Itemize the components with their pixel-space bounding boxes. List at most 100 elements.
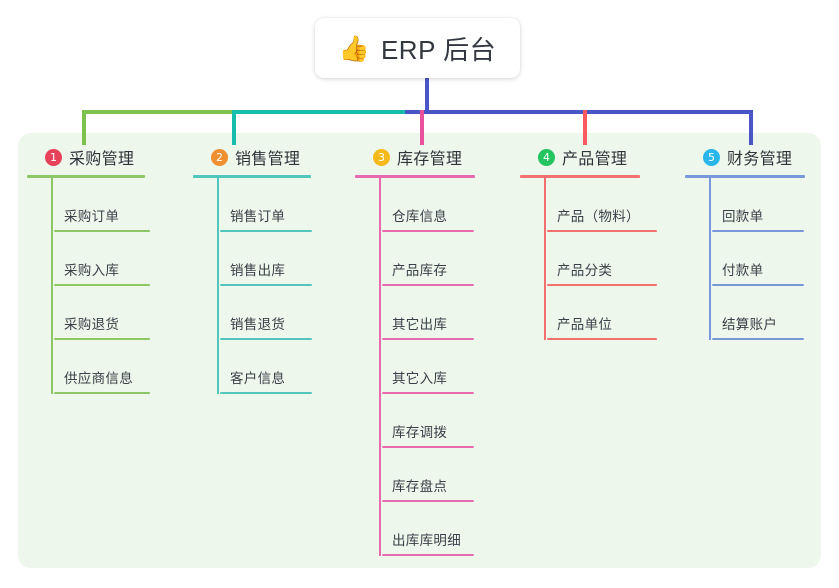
connector-drop-4 xyxy=(583,110,587,145)
branch-item-list: 采购订单采购入库采购退货供应商信息 xyxy=(27,178,150,394)
branch-item-underline xyxy=(712,338,804,340)
branch-header-2[interactable]: 2 销售管理 xyxy=(193,145,311,169)
connector-bar-left xyxy=(82,110,232,114)
branch-header-underline xyxy=(193,175,311,178)
branch-item-label: 供应商信息 xyxy=(64,371,133,386)
branch-column-3: 3 库存管理仓库信息产品库存其它出库其它入库库存调拨库存盘点出库库明细 xyxy=(355,145,475,556)
branch-item[interactable]: 产品（物料） xyxy=(547,178,657,232)
branch-item[interactable]: 采购退货 xyxy=(54,286,150,340)
branch-spine xyxy=(709,178,711,340)
root-node-title: ERP 后台 xyxy=(380,34,497,65)
branch-item-underline xyxy=(54,338,150,340)
branch-item-label: 其它入库 xyxy=(392,371,448,386)
branch-number-badge: 3 xyxy=(373,148,390,166)
connector-drop-1 xyxy=(82,110,86,145)
branch-item-underline xyxy=(547,230,657,232)
connector-bar-right xyxy=(405,110,753,114)
branch-item[interactable]: 产品分类 xyxy=(547,232,657,286)
branch-item-list: 产品（物料） 产品分类产品单位 xyxy=(520,178,657,340)
branch-item-underline xyxy=(220,230,312,232)
branch-header-4[interactable]: 4 产品管理 xyxy=(520,145,640,169)
branch-item-label: 客户信息 xyxy=(230,371,286,386)
branch-item[interactable]: 其它入库 xyxy=(382,340,475,394)
branch-item[interactable]: 库存调拨 xyxy=(382,394,475,448)
connector-drop-3 xyxy=(420,110,424,145)
branch-header-underline xyxy=(685,175,805,178)
branch-item-underline xyxy=(382,284,474,286)
branch-item[interactable]: 回款单 xyxy=(712,178,805,232)
branch-number-badge: 4 xyxy=(538,148,555,166)
branch-item[interactable]: 采购订单 xyxy=(54,178,150,232)
branch-item-label: 销售退货 xyxy=(230,317,286,332)
branch-item[interactable]: 供应商信息 xyxy=(54,340,150,394)
branch-item-underline xyxy=(382,500,474,502)
branch-item-underline xyxy=(712,230,804,232)
branch-item-list: 回款单付款单结算账户 xyxy=(685,178,805,340)
branch-item-underline xyxy=(547,338,657,340)
branch-item-label: 采购订单 xyxy=(64,209,120,224)
branch-header-label: 库存管理 xyxy=(397,151,463,168)
branch-item[interactable]: 产品单位 xyxy=(547,286,657,340)
branch-number-badge: 1 xyxy=(45,148,62,166)
branch-item[interactable]: 结算账户 xyxy=(712,286,805,340)
branch-column-5: 5 财务管理回款单付款单结算账户 xyxy=(685,145,805,340)
branch-item-label: 产品分类 xyxy=(557,263,613,278)
branch-item-label: 库存盘点 xyxy=(392,479,448,494)
branch-header-label: 财务管理 xyxy=(727,151,793,168)
branch-item[interactable]: 付款单 xyxy=(712,232,805,286)
branch-item-label: 销售订单 xyxy=(230,209,286,224)
branch-item-list: 仓库信息产品库存其它出库其它入库库存调拨库存盘点出库库明细 xyxy=(355,178,475,556)
branch-item[interactable]: 采购入库 xyxy=(54,232,150,286)
branch-item[interactable]: 销售退货 xyxy=(220,286,312,340)
branch-item-underline xyxy=(220,392,312,394)
connector-stem xyxy=(425,76,429,112)
branch-item-label: 产品（物料） xyxy=(557,209,640,224)
branch-number-badge: 2 xyxy=(211,148,228,166)
branch-item-underline xyxy=(54,284,150,286)
branch-number-badge: 5 xyxy=(703,148,720,166)
branch-item[interactable]: 库存盘点 xyxy=(382,448,475,502)
branch-item-list: 销售订单销售出库销售退货客户信息 xyxy=(193,178,312,394)
branch-column-2: 2 销售管理销售订单销售出库销售退货客户信息 xyxy=(193,145,312,394)
branch-header-label: 销售管理 xyxy=(235,151,301,168)
diagram-panel-background xyxy=(18,133,821,568)
root-node-erp-backend[interactable]: 👍 ERP 后台 xyxy=(315,18,520,78)
connector-bar-middle xyxy=(232,110,405,114)
branch-item-underline xyxy=(382,392,474,394)
branch-item-underline xyxy=(54,392,150,394)
branch-header-5[interactable]: 5 财务管理 xyxy=(685,145,805,169)
branch-item[interactable]: 产品库存 xyxy=(382,232,475,286)
branch-header-underline xyxy=(355,175,475,178)
branch-item[interactable]: 客户信息 xyxy=(220,340,312,394)
branch-item-label: 付款单 xyxy=(722,263,764,278)
branch-item[interactable]: 其它出库 xyxy=(382,286,475,340)
connector-drop-2 xyxy=(232,110,236,145)
branch-item[interactable]: 出库库明细 xyxy=(382,502,475,556)
branch-item[interactable]: 仓库信息 xyxy=(382,178,475,232)
branch-item-underline xyxy=(220,338,312,340)
branch-column-1: 1 采购管理采购订单采购入库采购退货供应商信息 xyxy=(27,145,150,394)
branch-header-1[interactable]: 1 采购管理 xyxy=(27,145,145,169)
branch-header-label: 采购管理 xyxy=(69,151,135,168)
branch-header-label: 产品管理 xyxy=(562,151,628,168)
branch-item-label: 出库库明细 xyxy=(392,533,461,548)
branch-header-underline xyxy=(27,175,145,178)
branch-spine xyxy=(544,178,546,340)
branch-item[interactable]: 销售出库 xyxy=(220,232,312,286)
branch-item-label: 产品单位 xyxy=(557,317,613,332)
connector-drop-5 xyxy=(749,110,753,145)
branch-item-underline xyxy=(382,230,474,232)
branch-item-label: 仓库信息 xyxy=(392,209,448,224)
branch-spine xyxy=(379,178,381,556)
branch-item[interactable]: 销售订单 xyxy=(220,178,312,232)
branch-spine xyxy=(217,178,219,394)
branch-item-underline xyxy=(382,338,474,340)
branch-item-label: 回款单 xyxy=(722,209,764,224)
branch-item-label: 销售出库 xyxy=(230,263,286,278)
branch-item-underline xyxy=(220,284,312,286)
branch-item-underline xyxy=(547,284,657,286)
branch-item-label: 采购入库 xyxy=(64,263,120,278)
branch-item-label: 采购退货 xyxy=(64,317,120,332)
branch-header-3[interactable]: 3 库存管理 xyxy=(355,145,475,169)
